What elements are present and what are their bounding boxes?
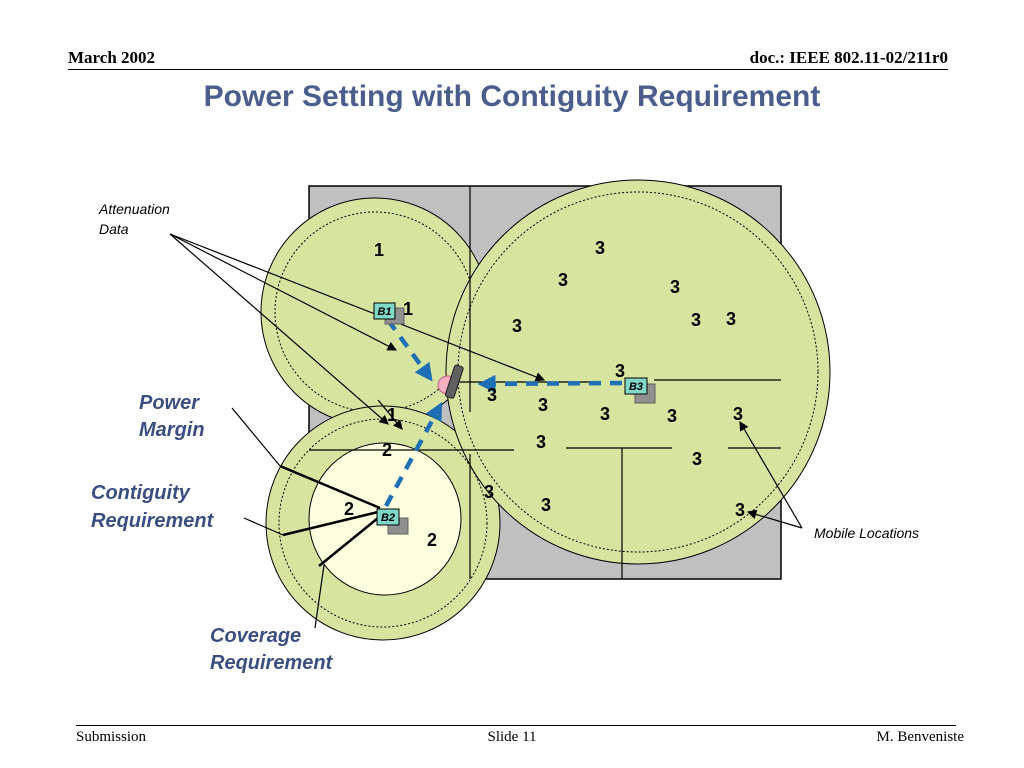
location-number: 3 [733,404,743,424]
location-number: 3 [600,404,610,424]
location-number: 3 [735,500,745,520]
access-point-b2: B2 [376,508,409,535]
mobile-device-icon [437,364,464,399]
footer-submission: Submission [76,729,147,745]
header-rule [68,69,948,70]
mobile-locations-label: Mobile Locations [814,525,919,541]
slide-title: Power Setting with Contiguity Requiremen… [203,80,821,113]
radius-lines [231,407,381,629]
power-margin-label-line1: Power [139,392,200,414]
header-date: March 2002 [68,48,156,67]
location-number: 1 [374,240,384,260]
location-number: 3 [670,277,680,297]
attenuation-label-line1: Attenuation [98,201,170,217]
location-number: 3 [595,238,605,258]
location-number: 3 [512,316,522,336]
header-doc-id: doc.: IEEE 802.11-02/211r0 [749,48,948,67]
location-number: 3 [484,482,494,502]
location-number: 3 [538,395,548,415]
access-point-b3: B3 [624,377,656,404]
footer-slide-number: Slide 11 [487,729,537,745]
location-number: 3 [692,449,702,469]
location-number: 2 [344,499,354,519]
power-margin-label-line2: Margin [139,419,205,441]
cell-b3-outer [445,179,831,565]
attenuation-label-line2: Data [99,221,129,237]
location-numbers: 1 1 1 2 2 2 3 3 3 3 3 3 3 3 3 3 3 3 3 3 … [344,238,745,550]
attenuation-pointers [169,233,546,430]
power-arrows [384,318,623,508]
footer-rule [76,725,956,726]
access-point-b1-label: B1 [377,306,391,318]
contiguity-label-line1: Contiguity [91,482,191,504]
footer-author: M. Benveniste [876,729,965,745]
contiguity-label-line2: Requirement [91,510,215,532]
location-number: 3 [536,432,546,452]
access-point-b1: B1 [373,302,405,325]
interior-walls [309,186,781,579]
location-number: 2 [427,530,437,550]
location-number: 3 [558,270,568,290]
coverage-label-line1: Coverage [210,625,301,647]
location-number: 1 [403,299,413,319]
access-point-b2-label: B2 [381,512,395,524]
location-number: 2 [382,440,392,460]
location-number: 1 [387,405,397,425]
location-number: 3 [487,385,497,405]
location-number: 3 [667,406,677,426]
location-number: 3 [726,309,736,329]
access-point-b3-label: B3 [629,381,643,393]
location-number: 3 [691,310,701,330]
mobile-location-pointers [739,420,803,529]
coverage-label-line2: Requirement [210,652,334,674]
location-number: 3 [541,495,551,515]
location-number: 3 [615,361,625,381]
